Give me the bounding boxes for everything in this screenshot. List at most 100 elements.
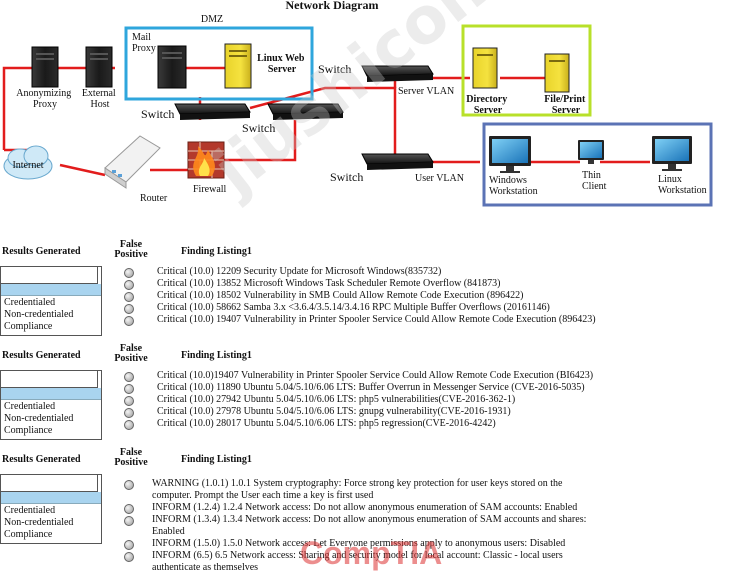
windows-workstation-line2: Workstation bbox=[489, 186, 538, 197]
server-vlan-switch-label: Switch bbox=[318, 62, 351, 76]
linux-workstation-label: Linux Workstation bbox=[658, 174, 707, 196]
linux-web-server-line1: Linux Web bbox=[257, 53, 305, 64]
directory-server-icon bbox=[472, 47, 498, 89]
external-host-server-icon bbox=[85, 46, 113, 88]
listbox-option-credentialed[interactable]: Credentialed bbox=[4, 505, 56, 516]
external-host-line1: External bbox=[82, 88, 116, 99]
false-positive-header-line: Positive bbox=[114, 353, 148, 364]
file-print-server-line2: Server bbox=[552, 105, 581, 116]
user-vlan-switch-label: Switch bbox=[330, 170, 363, 184]
thin-client-line2: Client bbox=[582, 181, 607, 192]
server-vlan-label: Server VLAN bbox=[398, 86, 454, 97]
listbox-input[interactable] bbox=[1, 475, 98, 492]
false-positive-radio[interactable] bbox=[124, 316, 134, 326]
false-positive-radio[interactable] bbox=[124, 372, 134, 382]
linux-web-server-label: Linux Web Server bbox=[257, 53, 307, 75]
directory-server-label: Directory Server bbox=[466, 94, 509, 116]
false-positive-radio[interactable] bbox=[124, 292, 134, 302]
false-positive-radio[interactable] bbox=[124, 504, 134, 514]
finding-item: Critical (10.0) 11890 Ubuntu 5.04/5.10/6… bbox=[157, 382, 585, 393]
anonymizing-proxy-label: Anonymizing Proxy bbox=[16, 88, 74, 110]
false-positive-header-line: False bbox=[119, 343, 143, 354]
results-generated-header: Results Generated bbox=[2, 350, 81, 361]
file-print-server-icon bbox=[544, 53, 570, 93]
false-positive-radio[interactable] bbox=[124, 384, 134, 394]
finding-item: Critical (10.0) 13852 Microsoft Windows … bbox=[157, 278, 501, 289]
internet-label: Internet bbox=[12, 160, 43, 171]
results-generated-header: Results Generated bbox=[2, 454, 81, 465]
diagram-title: Network Diagram bbox=[286, 0, 379, 12]
external-host-line2: Host bbox=[91, 99, 110, 110]
firewall-icon bbox=[187, 141, 225, 179]
anonymizing-proxy-line1: Anonymizing bbox=[16, 88, 71, 99]
false-positive-radio[interactable] bbox=[124, 408, 134, 418]
router-icon bbox=[104, 135, 161, 189]
dmz-switch-label: Switch bbox=[141, 107, 174, 121]
external-host-label: External Host bbox=[82, 88, 118, 110]
linux-workstation-monitor-icon bbox=[652, 136, 692, 171]
firewall-label: Firewall bbox=[193, 184, 227, 195]
linux-web-server-line2: Server bbox=[268, 64, 297, 75]
false-positive-header-line: False bbox=[119, 239, 143, 250]
thin-client-label: Thin Client bbox=[582, 170, 607, 192]
false-positive-header-line: Positive bbox=[114, 457, 148, 468]
windows-workstation-label: Windows Workstation bbox=[489, 175, 538, 197]
finding-item: Critical (10.0) 27942 Ubuntu 5.04/5.10/6… bbox=[157, 394, 516, 405]
directory-server-line2: Server bbox=[474, 105, 503, 116]
false-positive-radio[interactable] bbox=[124, 396, 134, 406]
listbox-input[interactable] bbox=[1, 371, 98, 388]
mail-proxy-line2: Proxy bbox=[132, 43, 156, 54]
finding-item: WARNING (1.0.1) 1.0.1 System cryptograph… bbox=[152, 478, 563, 501]
finding-item: INFORM (1.5.0) 1.5.0 Network access: Let… bbox=[152, 538, 566, 549]
listbox-selection-bar[interactable] bbox=[1, 284, 101, 296]
mail-proxy-label: Mail Proxy bbox=[132, 32, 156, 54]
listbox-option-non-credentialed[interactable]: Non-credentialed bbox=[4, 309, 74, 320]
listbox-option-non-credentialed[interactable]: Non-credentialed bbox=[4, 517, 74, 528]
false-positive-radio[interactable] bbox=[124, 420, 134, 430]
finding-item: Critical (10.0) 18502 Vulnerability in S… bbox=[157, 290, 524, 301]
listbox-option-non-credentialed[interactable]: Non-credentialed bbox=[4, 413, 74, 424]
false-positive-radio[interactable] bbox=[124, 480, 134, 490]
mail-proxy-server-icon bbox=[157, 45, 187, 89]
firewall-side-switch-label: Switch bbox=[242, 121, 275, 135]
firewall-side-switch-icon bbox=[267, 103, 344, 120]
user-vlan-zone bbox=[482, 122, 713, 207]
listbox-option-compliance[interactable]: Compliance bbox=[4, 425, 53, 436]
server-vlan-zone bbox=[461, 24, 592, 117]
watermark-logo: CompTIA bbox=[300, 535, 443, 571]
false-positive-radio[interactable] bbox=[124, 540, 134, 550]
dmz-zone bbox=[124, 26, 314, 101]
false-positive-radio[interactable] bbox=[124, 552, 134, 562]
false-positive-radio[interactable] bbox=[124, 516, 134, 526]
listbox-option-credentialed[interactable]: Credentialed bbox=[4, 297, 56, 308]
router-label: Router bbox=[140, 193, 168, 204]
dmz-label: DMZ bbox=[201, 14, 223, 25]
windows-workstation-line1: Windows bbox=[489, 175, 527, 186]
finding-item: Critical (10.0) 28017 Ubuntu 5.04/5.10/6… bbox=[157, 418, 496, 429]
listbox-selection-bar[interactable] bbox=[1, 388, 101, 400]
listbox-selection-bar[interactable] bbox=[1, 492, 101, 504]
listbox-option-compliance[interactable]: Compliance bbox=[4, 529, 53, 540]
listbox-option-compliance[interactable]: Compliance bbox=[4, 321, 53, 332]
user-vlan-label: User VLAN bbox=[415, 173, 464, 184]
false-positive-header-line: Positive bbox=[114, 249, 148, 260]
dmz-switch-icon bbox=[174, 103, 251, 120]
thin-client-line1: Thin bbox=[582, 170, 601, 181]
finding-item: INFORM (1.2.4) 1.2.4 Network access: Do … bbox=[152, 502, 578, 513]
finding-item: Critical (10.0)19407 Vulnerability in Pr… bbox=[157, 370, 594, 381]
listbox-input[interactable] bbox=[1, 267, 98, 284]
finding-item: INFORM (6.5) 6.5 Network access: Sharing… bbox=[152, 550, 563, 573]
anonymizing-proxy-line2: Proxy bbox=[33, 99, 57, 110]
thin-client-monitor-icon bbox=[578, 140, 604, 164]
listbox-option-credentialed[interactable]: Credentialed bbox=[4, 401, 56, 412]
false-positive-radio[interactable] bbox=[124, 280, 134, 290]
finding-item: Critical (10.0) 19407 Vulnerability in P… bbox=[157, 314, 596, 325]
server-vlan-switch-icon bbox=[361, 65, 434, 82]
false-positive-radio[interactable] bbox=[124, 304, 134, 314]
false-positive-radio[interactable] bbox=[124, 268, 134, 278]
